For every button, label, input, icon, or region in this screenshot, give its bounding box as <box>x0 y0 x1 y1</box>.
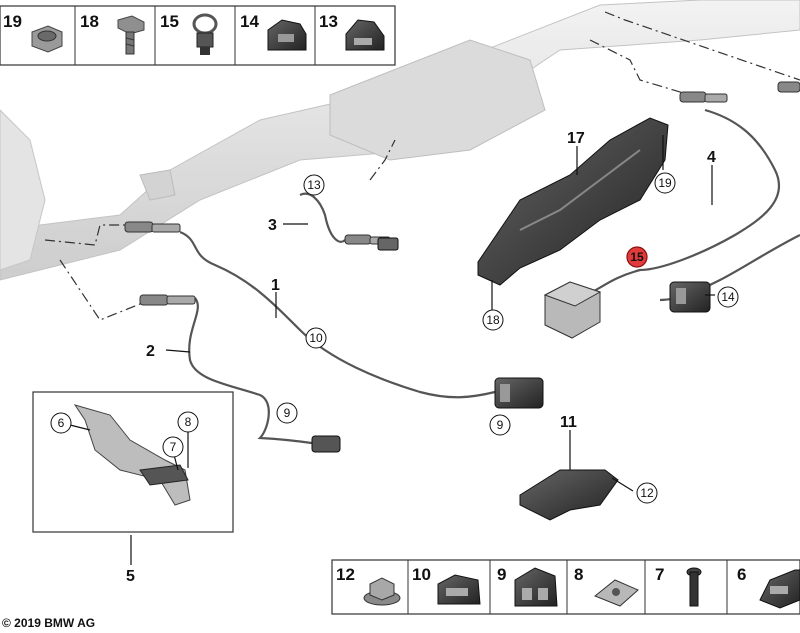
oxygen-sensor-rear <box>139 294 196 306</box>
cable-holder-double-icon <box>514 567 558 607</box>
circled-callout-19[interactable]: 19 <box>654 172 676 194</box>
circled-callout-12[interactable]: 12 <box>636 482 658 504</box>
cable-holder-icon <box>267 19 307 51</box>
circled-callout-9-connector[interactable]: 9 <box>489 414 511 436</box>
oxygen-sensor-front <box>124 221 181 233</box>
flange-nut-icon <box>363 577 401 606</box>
svg-text:7: 7 <box>170 440 177 454</box>
legend-number: 6 <box>737 565 746 584</box>
svg-text:15: 15 <box>630 250 644 264</box>
callout-17[interactable]: 17 <box>567 130 585 147</box>
svg-text:10: 10 <box>309 331 323 345</box>
legend-cell-13[interactable]: 13 <box>319 12 385 51</box>
exhaust-system-illustration <box>0 0 800 281</box>
svg-text:9: 9 <box>497 418 504 432</box>
cable-clip-icon <box>345 19 385 51</box>
bottom-parts-legend: 12 10 9 8 <box>331 559 800 615</box>
callout-numbers: 1 2 3 4 5 11 17 <box>126 130 716 585</box>
control-module <box>543 281 602 339</box>
legend-number: 8 <box>574 565 583 584</box>
legend-number: 7 <box>655 565 664 584</box>
connectors <box>311 237 711 453</box>
legend-cell-18[interactable]: 18 <box>80 12 145 55</box>
legend-cell-19[interactable]: 19 <box>3 12 63 53</box>
hose-clamp-icon <box>192 13 218 55</box>
legend-cell-8[interactable]: 8 <box>574 565 639 607</box>
circled-callout-15-highlighted[interactable]: 15 <box>626 246 648 268</box>
svg-text:14: 14 <box>721 290 735 304</box>
bracket-11 <box>519 469 619 521</box>
connector-harness-2 <box>311 435 341 453</box>
legend-cell-9[interactable]: 9 <box>497 565 558 607</box>
svg-text:19: 19 <box>658 176 672 190</box>
svg-text:18: 18 <box>486 313 500 327</box>
svg-text:6: 6 <box>58 416 65 430</box>
callout-4[interactable]: 4 <box>707 149 716 166</box>
legend-number: 15 <box>160 12 179 31</box>
circled-callout-13[interactable]: 13 <box>303 174 325 196</box>
connector-harness-1 <box>494 377 544 409</box>
legend-number: 9 <box>497 565 506 584</box>
circled-callouts: 13 19 15 14 18 10 9 9 <box>50 172 739 504</box>
legend-cell-10[interactable]: 10 <box>412 565 481 605</box>
clip-nut-icon <box>594 579 639 607</box>
circled-callout-6[interactable]: 6 <box>50 412 72 434</box>
bolt-icon <box>117 15 145 55</box>
cable-tie-clip-icon <box>437 574 481 605</box>
circled-callout-14[interactable]: 14 <box>717 286 739 308</box>
oxygen-sensor-upper-right <box>679 91 728 103</box>
circled-callout-18[interactable]: 18 <box>482 309 504 331</box>
connector-harness-3 <box>377 237 399 251</box>
legend-number: 13 <box>319 12 338 31</box>
top-parts-legend: 19 18 15 14 <box>0 5 396 66</box>
legend-number: 19 <box>3 12 22 31</box>
svg-text:12: 12 <box>640 486 654 500</box>
oxygen-sensor-far-right <box>777 81 800 93</box>
svg-text:8: 8 <box>185 415 192 429</box>
legend-number: 12 <box>336 565 355 584</box>
svg-text:9: 9 <box>284 406 291 420</box>
circled-callout-7[interactable]: 7 <box>162 436 184 458</box>
callout-1[interactable]: 1 <box>271 277 280 294</box>
legend-cell-14[interactable]: 14 <box>240 12 307 51</box>
legend-cell-15[interactable]: 15 <box>160 12 218 55</box>
callout-2[interactable]: 2 <box>146 343 155 360</box>
legend-number: 14 <box>240 12 259 31</box>
callout-3[interactable]: 3 <box>268 217 277 234</box>
oxygen-sensors <box>124 81 800 306</box>
legend-number: 10 <box>412 565 431 584</box>
legend-cell-6[interactable]: 6 <box>737 565 800 609</box>
callout-5[interactable]: 5 <box>126 568 135 585</box>
legend-cell-12[interactable]: 12 <box>336 565 401 606</box>
svg-text:13: 13 <box>307 178 321 192</box>
callout-11[interactable]: 11 <box>560 414 577 431</box>
bracket-clip-icon <box>759 569 800 609</box>
circled-callout-8[interactable]: 8 <box>177 411 199 433</box>
connector-harness-4 <box>669 281 711 313</box>
routing-lines <box>44 11 800 321</box>
circled-callout-9-harness[interactable]: 9 <box>276 402 298 424</box>
legend-number: 18 <box>80 12 99 31</box>
stud-pin-icon <box>686 567 702 607</box>
circled-callout-10[interactable]: 10 <box>305 327 327 349</box>
copyright-notice: © 2019 BMW AG <box>2 616 96 630</box>
legend-cell-7[interactable]: 7 <box>655 565 702 607</box>
hex-nut-icon <box>31 25 63 53</box>
